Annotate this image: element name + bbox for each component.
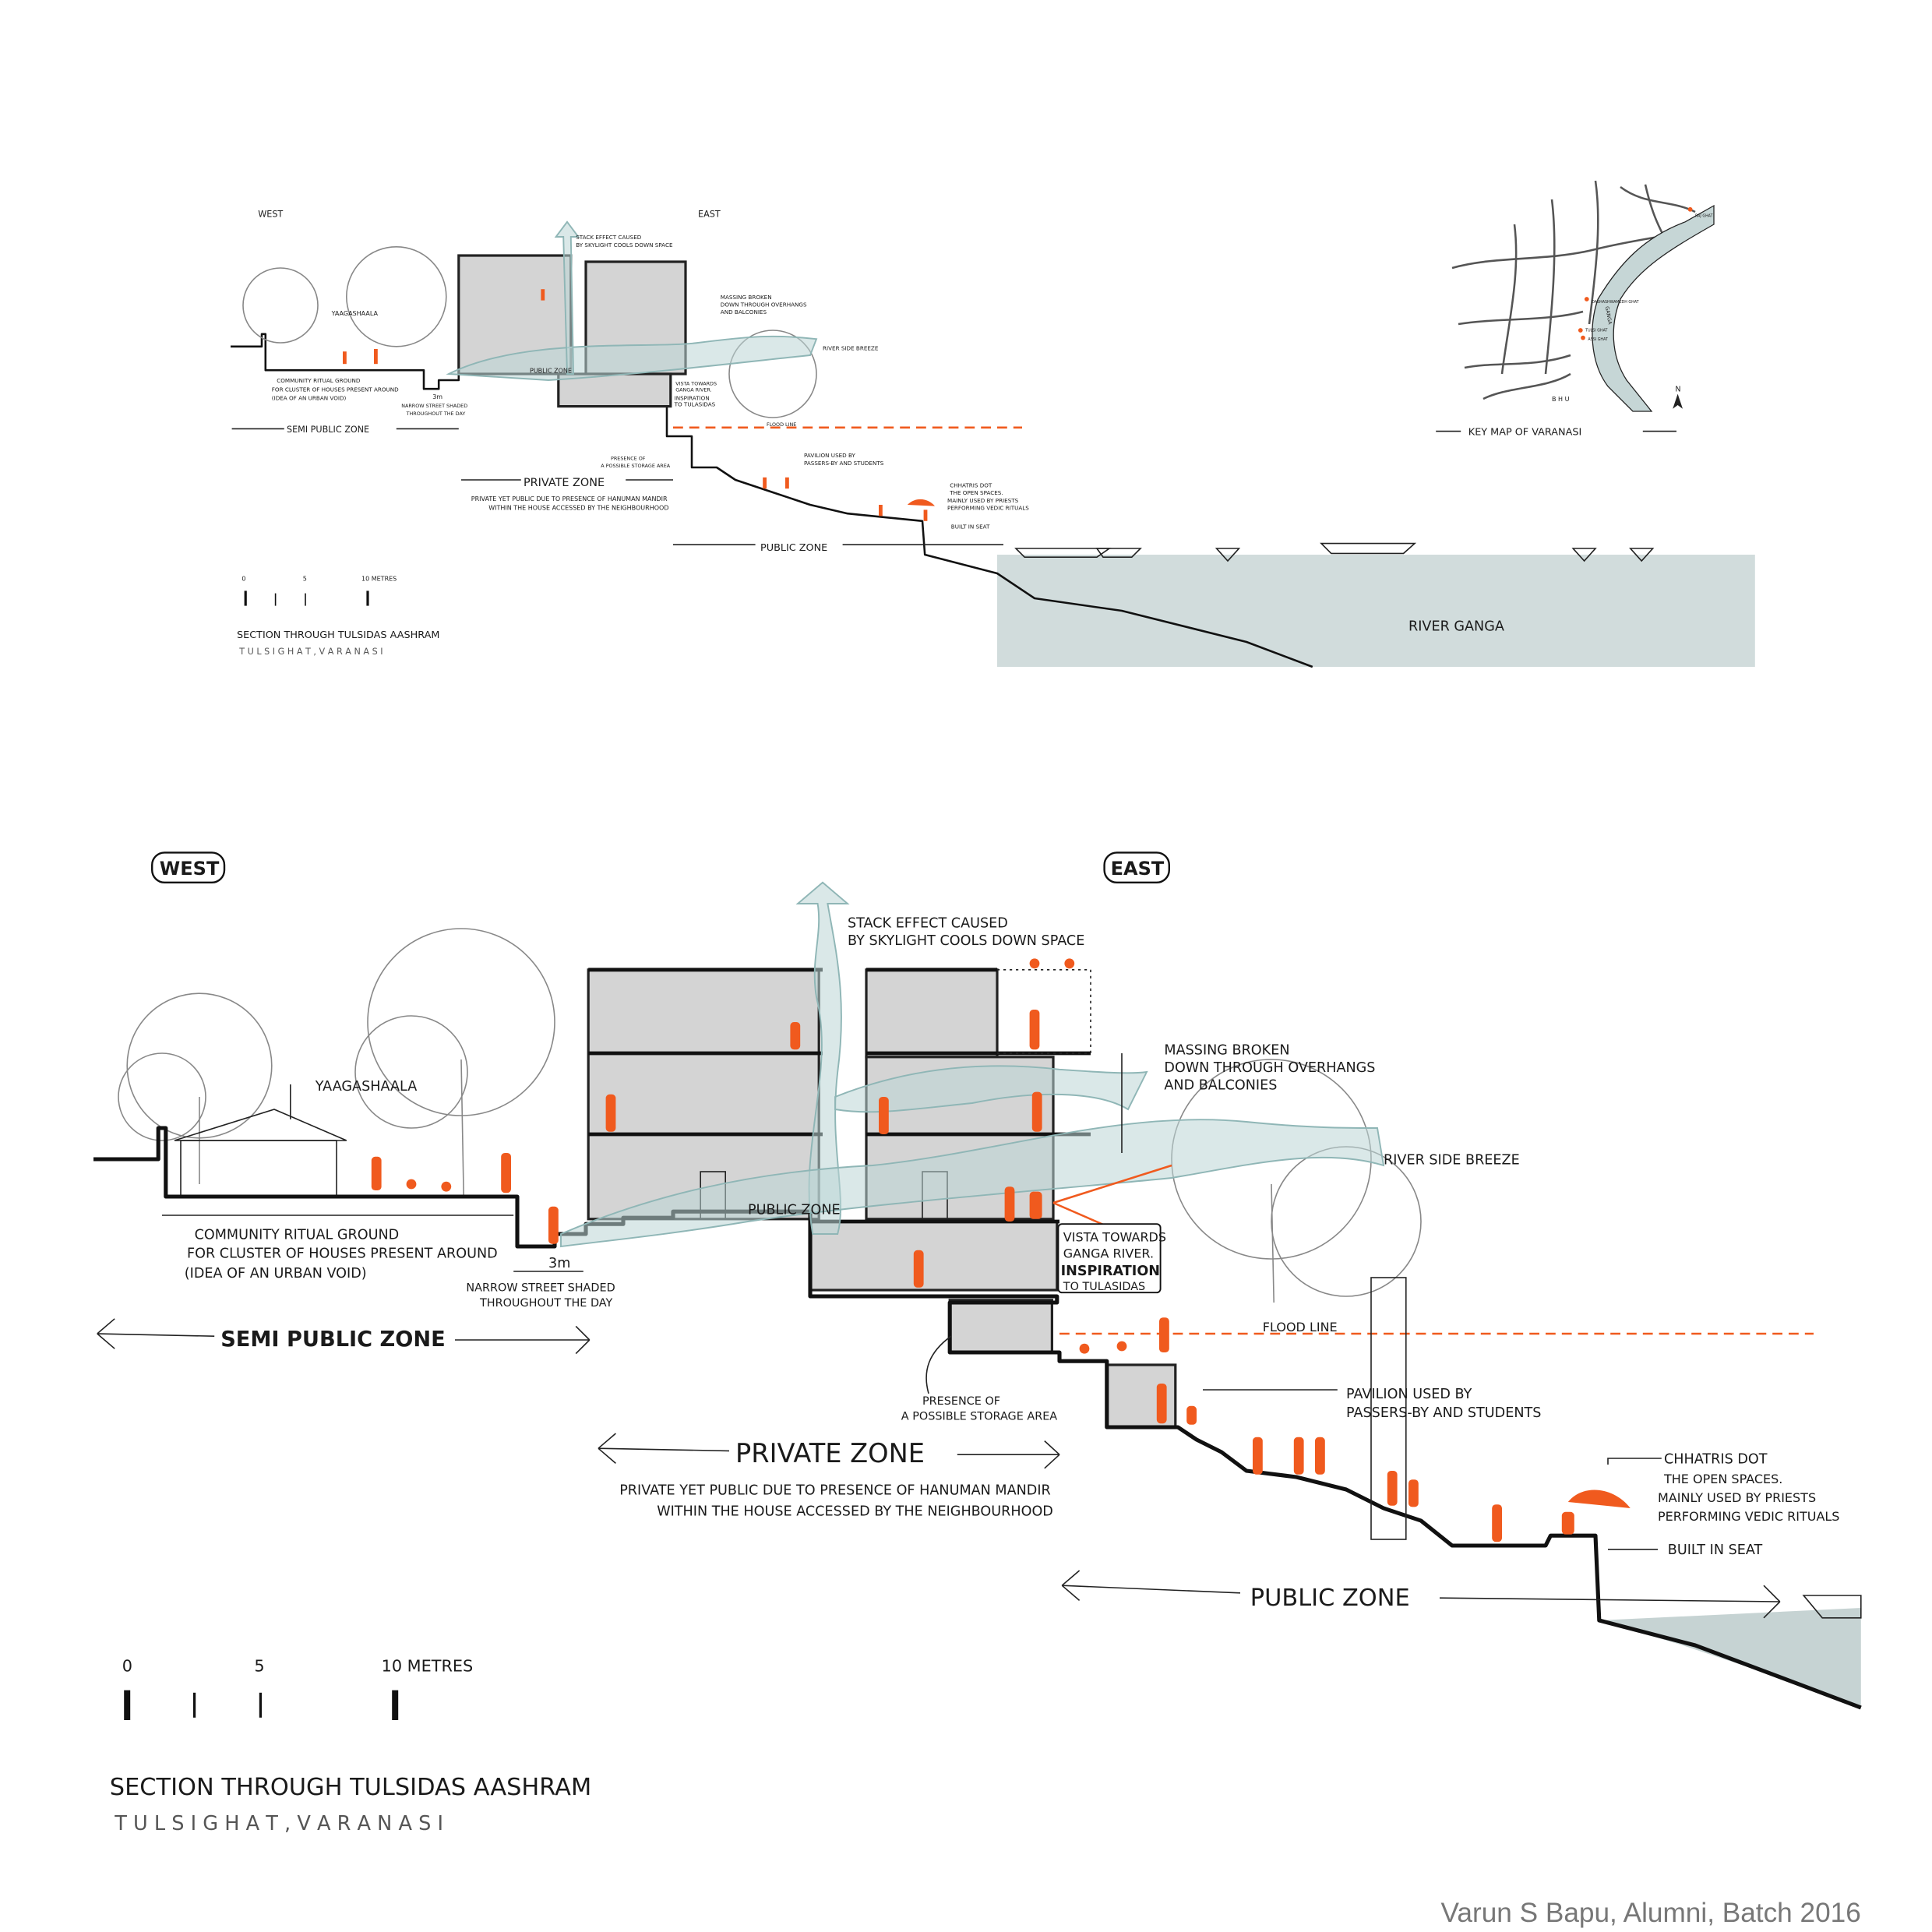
- scale-five: 5: [254, 1657, 264, 1676]
- east-label: EAST: [698, 209, 721, 219]
- breeze-flow: [834, 1065, 1148, 1113]
- semi-public-zone-label: SEMI PUBLIC ZONE: [287, 425, 369, 435]
- ground-profile: [93, 1126, 1862, 1710]
- section-title: SECTION THROUGH TULSIDAS AASHRAM: [110, 1774, 591, 1801]
- east-badge: [1103, 851, 1171, 884]
- river-ganga-label: RIVER GANGA: [1408, 619, 1504, 635]
- scale-bar: [124, 1690, 399, 1721]
- scale-zero: 0: [242, 576, 245, 583]
- semi-public-zone-label: SEMI PUBLIC ZONE: [220, 1327, 446, 1352]
- ground-profile: [231, 333, 1313, 668]
- zone-arrows: [231, 428, 1004, 546]
- private-desc-label: PRIVATE YET PUBLIC DUE TO PRESENCE OF HA…: [471, 495, 669, 511]
- public-zone-inner-label: PUBLIC ZONE: [530, 367, 572, 374]
- map-place-assi-ghat: ASSI GHAT: [1588, 337, 1608, 342]
- boat: [1802, 1595, 1862, 1619]
- map-river-label: GANGA: [1604, 306, 1613, 326]
- scale-ten: 10 METRES: [361, 576, 397, 583]
- scale-zero: 0: [122, 1657, 132, 1676]
- private-desc-label: PRIVATE YET PUBLIC DUE TO PRESENCE OF HA…: [619, 1482, 1053, 1519]
- north-arrow-icon: [1673, 393, 1683, 409]
- east-label: EAST: [1111, 858, 1165, 880]
- yaagashaala-pavilion: [174, 1109, 347, 1197]
- section-subtitle: T U L S I G H A T , V A R A N A S I: [238, 647, 383, 657]
- river-breeze-label: RIVER SIDE BREEZE: [1384, 1152, 1520, 1168]
- breeze-flow: [560, 1119, 1385, 1248]
- private-zone-label: PRIVATE ZONE: [735, 1438, 925, 1468]
- section-title: SECTION THROUGH TULSIDAS AASHRAM: [237, 629, 439, 641]
- people-figures: [371, 958, 1574, 1542]
- key-map: RAJ GHAT DASHASHWAMEDH GHAT TULSI GHAT A…: [1436, 180, 1715, 438]
- ganga-river-map: [1592, 204, 1715, 412]
- west-badge: [151, 851, 226, 884]
- public-zone-label: PUBLIC ZONE: [760, 542, 827, 554]
- dimension-label: 3m: [432, 393, 442, 400]
- trees: [242, 246, 817, 418]
- pavilion-column: [1370, 1277, 1407, 1540]
- yaagashaala-label: YAAGASHAALA: [315, 1079, 418, 1095]
- public-zone-label: PUBLIC ZONE: [1250, 1585, 1410, 1612]
- building-block: [557, 372, 672, 408]
- key-map-title: KEY MAP OF VARANASI: [1468, 426, 1581, 438]
- map-bhu-label: B H U: [1552, 396, 1570, 403]
- yaagashaala-label: YAAGASHAALA: [331, 310, 379, 317]
- public-zone-inner-label: PUBLIC ZONE: [748, 1202, 841, 1218]
- north-arrow: N: [1675, 385, 1680, 393]
- author-credit: Varun S Bapu, Alumni, Batch 2016: [1441, 1898, 1861, 1928]
- map-place-raj-ghat: RAJ GHAT: [1695, 213, 1713, 218]
- flood-line-label: FLOOD LINE: [767, 421, 796, 428]
- river-water: [997, 555, 1755, 667]
- built-in-seat-label: BUILT IN SEAT: [1668, 1542, 1763, 1558]
- built-in-seat-label: BUILT IN SEAT: [951, 523, 990, 530]
- scale-bar: [244, 591, 369, 606]
- map-place-dashashwamedh: DASHASHWAMEDH GHAT: [1592, 300, 1638, 305]
- west-label: WEST: [160, 858, 220, 880]
- flood-line-label: FLOOD LINE: [1263, 1320, 1338, 1334]
- scale-ten: 10 METRES: [382, 1657, 474, 1676]
- ghat-markers: [1578, 206, 1693, 340]
- road-network: [1451, 180, 1696, 400]
- vista-callout-box: [1057, 1223, 1162, 1294]
- top-section: WEST EAST YAAGASHAALA STACK EFFECT CAUSE…: [231, 209, 1755, 668]
- scale-five: 5: [303, 576, 307, 583]
- stack-effect-arrow: [554, 220, 580, 375]
- map-place-tulsi-ghat: TULSI GHAT: [1585, 329, 1607, 333]
- zone-arrows: [97, 1053, 1781, 1619]
- stack-effect-arrow: [795, 881, 850, 1235]
- river-breeze-label: RIVER SIDE BREEZE: [823, 345, 879, 352]
- west-label: WEST: [258, 209, 283, 219]
- boats: [1014, 542, 1655, 562]
- chhatri-umbrella: [1567, 1490, 1631, 1508]
- section-subtitle: T U L S I G H A T , V A R A N A S I: [114, 1812, 443, 1835]
- people-figures: [343, 289, 935, 521]
- dimension-label: 3m: [548, 1256, 570, 1271]
- private-zone-label: PRIVATE ZONE: [524, 477, 605, 489]
